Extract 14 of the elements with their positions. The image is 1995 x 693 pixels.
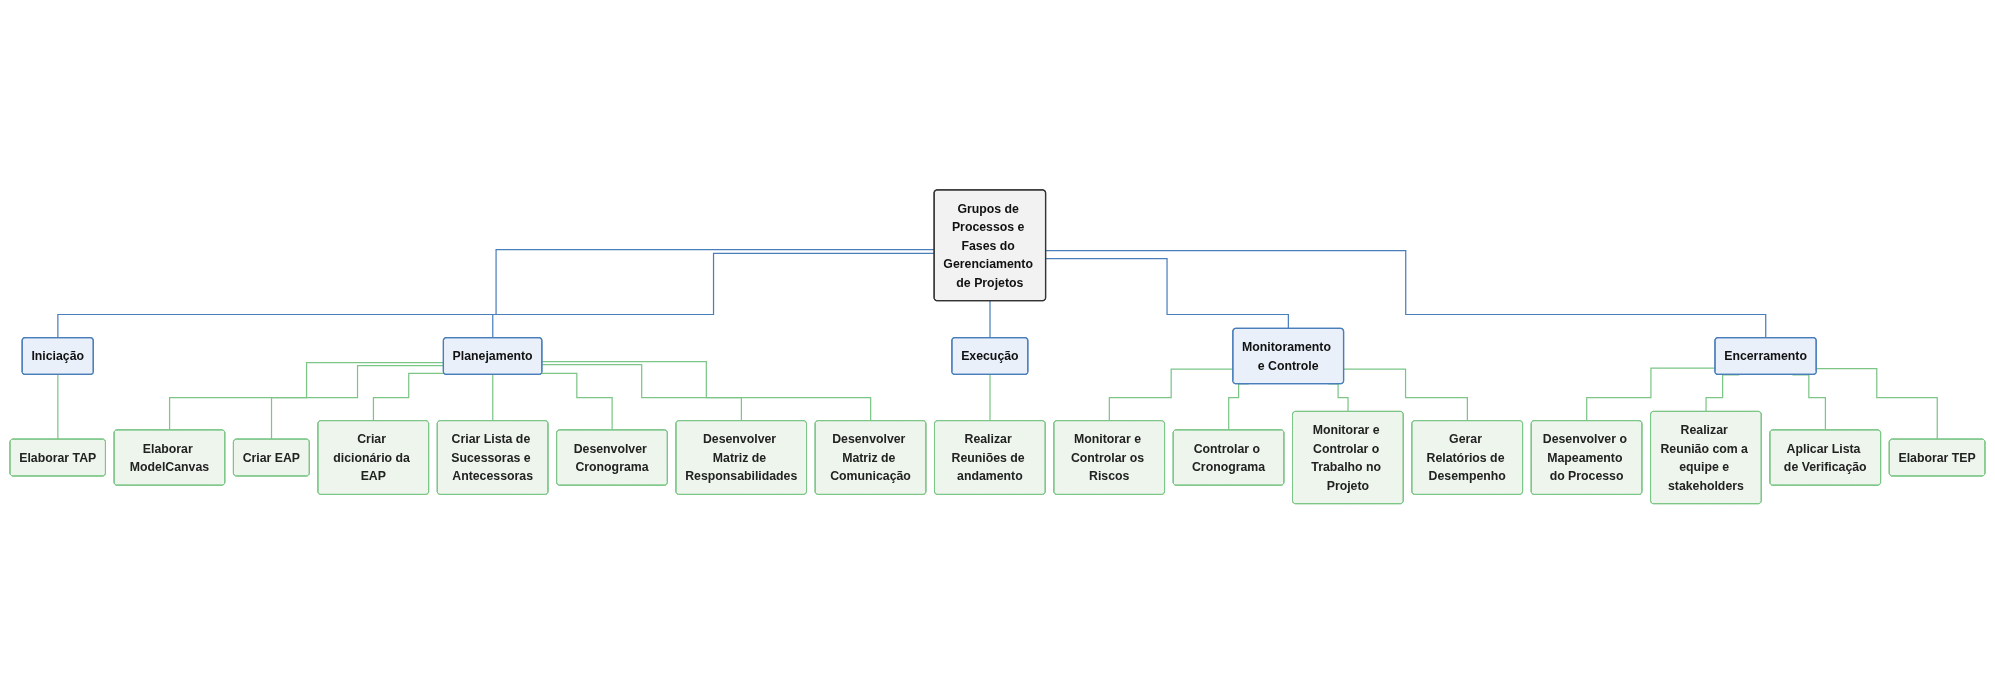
connector [169,361,445,431]
connector [270,364,445,440]
connector [541,363,743,422]
connector [989,373,991,422]
connector [1586,367,1716,422]
connector [989,300,991,339]
connector [541,372,613,431]
connector [1045,257,1290,329]
connector [492,373,494,422]
connector [1045,249,1767,339]
connector [372,372,445,422]
connector [541,360,872,422]
connector [57,373,59,440]
connector [1343,368,1469,422]
